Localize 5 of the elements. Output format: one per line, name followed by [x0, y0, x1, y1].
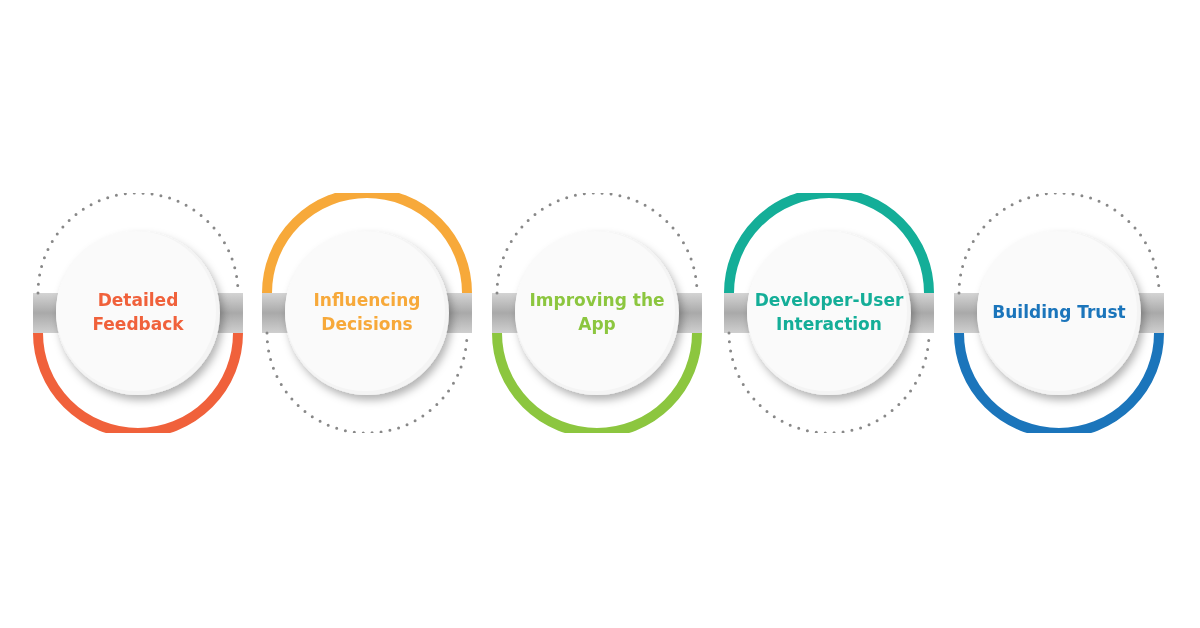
step-title: Detailed Feedback — [91, 289, 185, 336]
step-title: Improving the App — [528, 289, 666, 336]
step-title: Building Trust — [991, 301, 1127, 325]
step-title: Influencing Decisions — [312, 289, 422, 336]
step-title: Developer-User Interaction — [754, 289, 904, 336]
